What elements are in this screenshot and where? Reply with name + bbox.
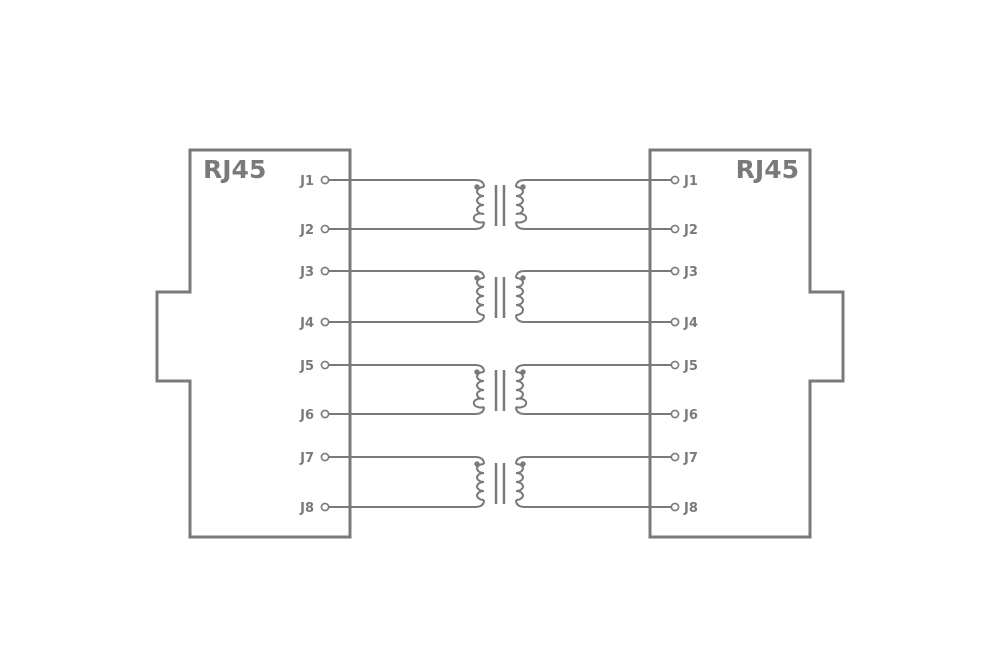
left-pin-j8-label: J8	[299, 501, 314, 516]
right-terminal-j1	[670, 175, 680, 185]
polarity-dot	[520, 369, 526, 375]
left-pin-j6-label: J6	[299, 408, 314, 423]
primary-coil-2	[476, 277, 485, 316]
left-wire-j8	[329, 499, 485, 508]
secondary-coil-1	[515, 186, 528, 224]
polarity-dot	[520, 275, 526, 281]
right-terminal-j4	[670, 317, 680, 327]
left-pin-labels: J1 J2 J3 J4 J5 J6 J7 J8	[299, 174, 314, 516]
left-rj45-outline	[155, 148, 352, 539]
polarity-dot	[474, 275, 480, 281]
left-pin-j2-label: J2	[299, 223, 314, 238]
primary-coil-1	[472, 186, 485, 224]
left-terminal-j3	[320, 266, 330, 276]
right-connector-title: RJ45	[736, 155, 799, 184]
transformer-4	[329, 456, 671, 508]
left-pin-j4-label: J4	[299, 316, 314, 331]
left-terminal-j4	[320, 317, 330, 327]
right-terminal-j2	[670, 224, 680, 234]
left-terminals	[320, 175, 330, 512]
right-pin-j6-label: J6	[683, 408, 698, 423]
right-terminal-j3	[670, 266, 680, 276]
left-pin-j7-label: J7	[299, 451, 314, 466]
right-pin-j3-label: J3	[683, 265, 698, 280]
right-pin-j8-label: J8	[683, 501, 698, 516]
right-wire-j5	[515, 364, 671, 373]
polarity-dot	[474, 369, 480, 375]
right-pin-j5-label: J5	[683, 359, 698, 374]
left-pin-j3-label: J3	[299, 265, 314, 280]
left-terminal-j2	[320, 224, 330, 234]
polarity-dot	[474, 461, 480, 467]
left-terminal-j7	[320, 452, 330, 462]
polarity-dot	[520, 184, 526, 190]
right-pin-j2-label: J2	[683, 223, 698, 238]
left-wire-j6	[329, 406, 485, 415]
right-pin-j1-label: J1	[683, 174, 698, 189]
right-wire-j4	[515, 314, 671, 323]
transformer-3	[329, 364, 671, 415]
secondary-coil-2	[515, 277, 524, 316]
right-wire-j3	[515, 270, 671, 279]
left-wire-j7	[329, 456, 485, 465]
left-wire-j4	[329, 314, 485, 323]
left-wire-j2	[329, 221, 485, 230]
left-wire-j3	[329, 270, 485, 279]
left-pin-j5-label: J5	[299, 359, 314, 374]
right-terminal-j5	[670, 360, 680, 370]
transformer-2	[329, 270, 671, 323]
primary-coil-4	[476, 463, 485, 501]
left-wire-j5	[329, 364, 485, 373]
left-terminal-j1	[320, 175, 330, 185]
right-rj45-outline	[648, 148, 845, 539]
polarity-dot	[520, 461, 526, 467]
right-terminal-j6	[670, 409, 680, 419]
primary-coil-3	[472, 371, 485, 409]
right-terminals	[670, 175, 680, 512]
transformer-1	[329, 179, 671, 230]
left-connector-title: RJ45	[203, 155, 266, 184]
right-wire-j8	[515, 499, 671, 508]
left-pin-j1-label: J1	[299, 174, 314, 189]
right-terminal-j7	[670, 452, 680, 462]
secondary-coil-4	[515, 463, 524, 501]
polarity-dot	[474, 184, 480, 190]
left-terminal-j8	[320, 502, 330, 512]
left-terminal-j6	[320, 409, 330, 419]
left-terminal-j5	[320, 360, 330, 370]
right-pin-j4-label: J4	[683, 316, 698, 331]
right-wire-j2	[515, 221, 671, 230]
right-pin-labels: J1 J2 J3 J4 J5 J6 J7 J8	[683, 174, 698, 516]
right-wire-j1	[515, 179, 671, 188]
secondary-coil-3	[515, 371, 528, 409]
right-wire-j7	[515, 456, 671, 465]
right-terminal-j8	[670, 502, 680, 512]
left-wire-j1	[329, 179, 485, 188]
right-pin-j7-label: J7	[683, 451, 698, 466]
right-wire-j6	[515, 406, 671, 415]
